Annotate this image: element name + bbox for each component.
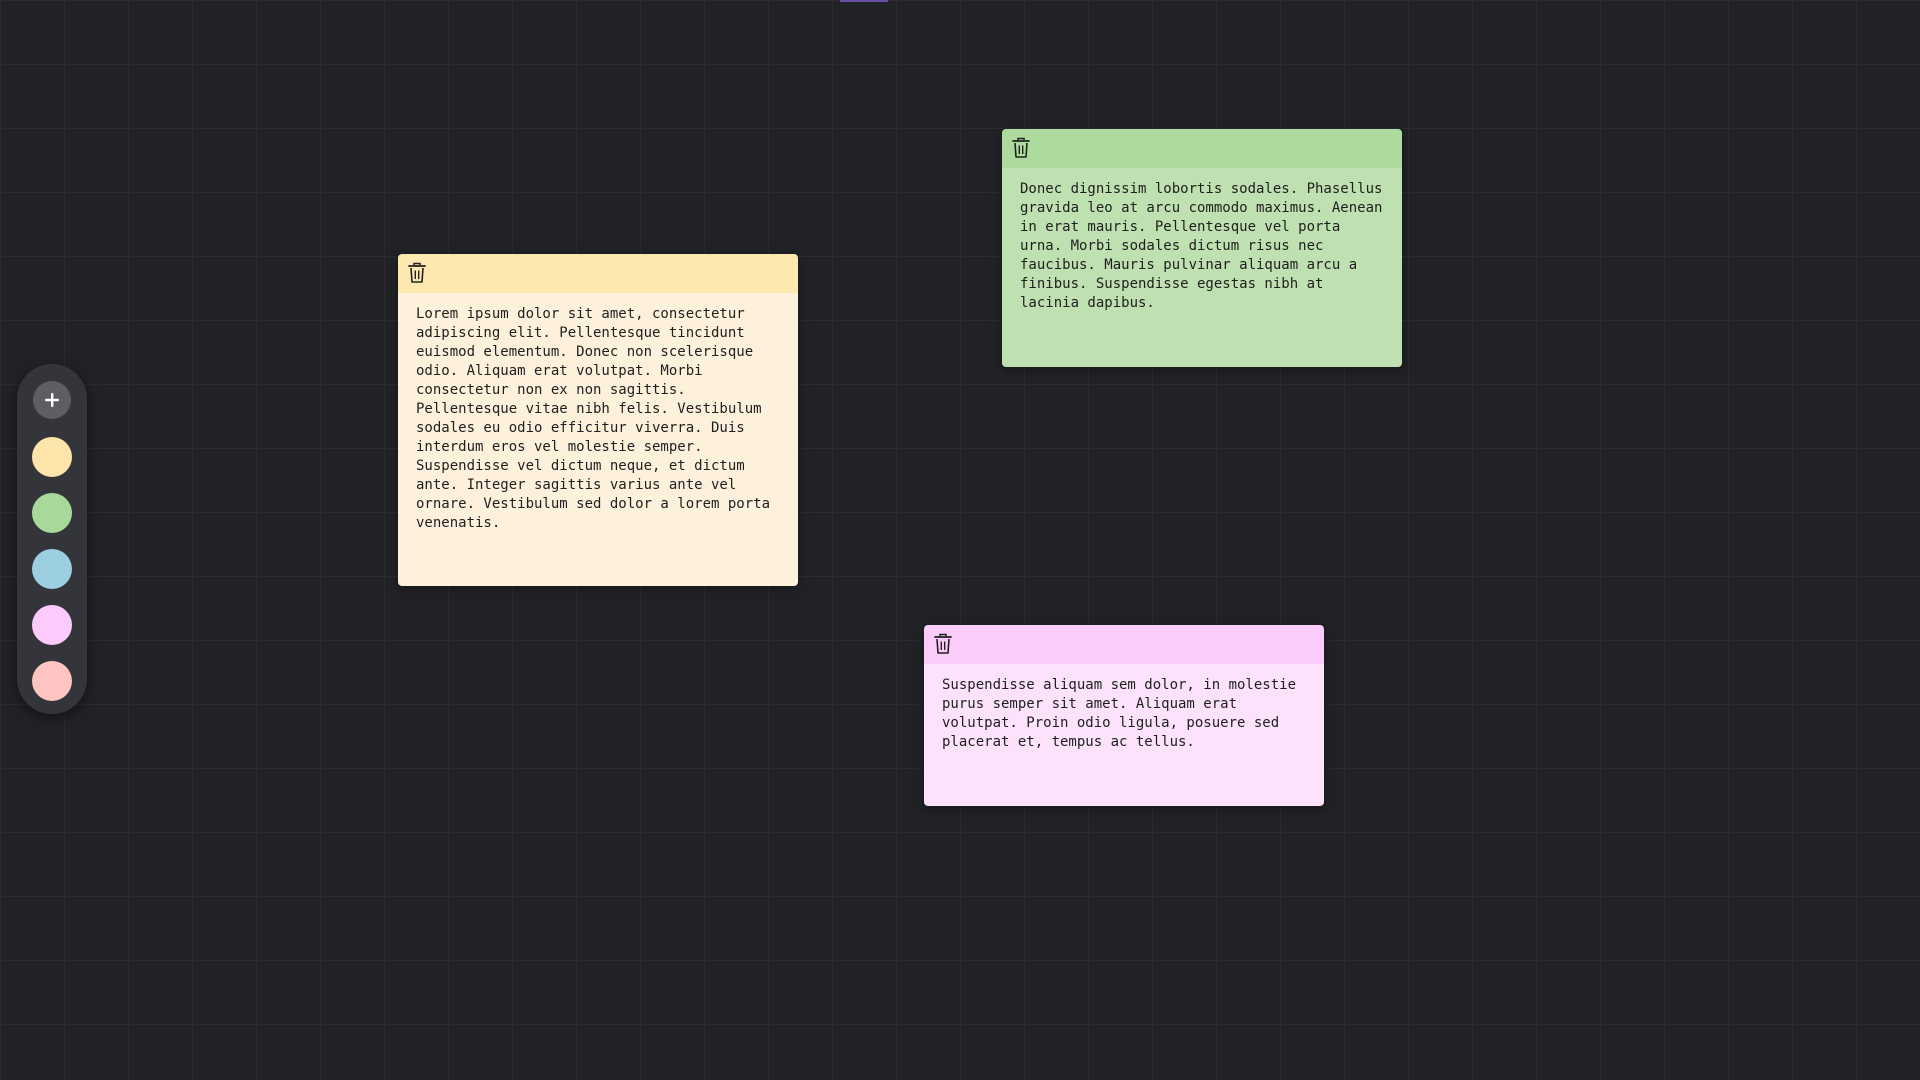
- add-note-button[interactable]: [33, 381, 71, 419]
- color-swatch-pink[interactable]: [32, 605, 72, 645]
- color-swatch-yellow[interactable]: [32, 437, 72, 477]
- color-swatch-green[interactable]: [32, 493, 72, 533]
- plus-icon: [45, 393, 59, 407]
- note-text[interactable]: Donec dignissim lobortis sodales. Phasel…: [1002, 168, 1402, 367]
- color-swatch-red[interactable]: [32, 661, 72, 701]
- sticky-note[interactable]: Lorem ipsum dolor sit amet, consectetur …: [398, 254, 798, 586]
- trash-icon[interactable]: [407, 262, 427, 284]
- color-toolbar: [17, 364, 87, 714]
- color-swatch-blue[interactable]: [32, 549, 72, 589]
- trash-icon[interactable]: [1011, 137, 1031, 159]
- top-indicator: [840, 0, 888, 2]
- sticky-note[interactable]: Donec dignissim lobortis sodales. Phasel…: [1002, 129, 1402, 367]
- note-text[interactable]: Suspendisse aliquam sem dolor, in molest…: [924, 664, 1324, 806]
- note-header[interactable]: [1002, 129, 1402, 168]
- note-header[interactable]: [924, 625, 1324, 664]
- note-header[interactable]: [398, 254, 798, 293]
- note-text[interactable]: Lorem ipsum dolor sit amet, consectetur …: [398, 293, 798, 586]
- sticky-note[interactable]: Suspendisse aliquam sem dolor, in molest…: [924, 625, 1324, 806]
- trash-icon[interactable]: [933, 633, 953, 655]
